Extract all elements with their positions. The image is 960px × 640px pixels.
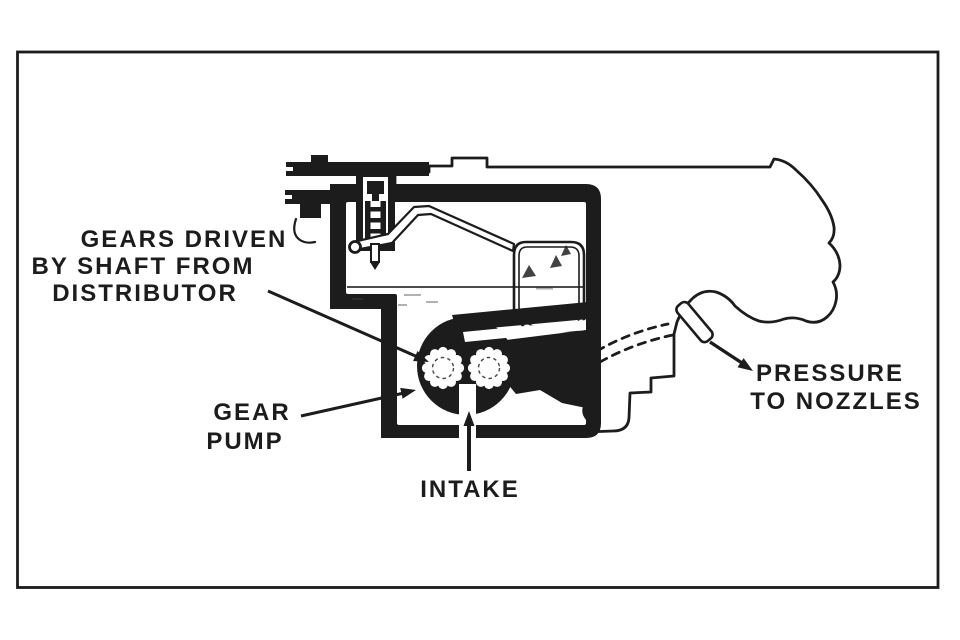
label-gears-driven-line3: DISTRIBUTOR [52, 280, 238, 307]
float-pivot [348, 240, 362, 254]
label-gear-pump-line1: GEAR [213, 399, 290, 426]
label-gears-driven-line2: BY SHAFT FROM [32, 253, 255, 280]
gear-pump [417, 302, 588, 471]
figure-border [16, 50, 940, 589]
labels: GEARS DRIVEN BY SHAFT FROM DISTRIBUTOR G… [32, 226, 922, 503]
pressure-flow-arrow-icon [709, 340, 753, 371]
label-intake: INTAKE [420, 476, 520, 503]
pressure-passage [463, 320, 586, 342]
outlet-fitting [675, 300, 714, 344]
intake-flow-arrow-icon [463, 411, 475, 471]
label-pressure-line2: TO NOZZLES [750, 388, 922, 415]
label-gear-pump-line2: PUMP [206, 428, 283, 455]
fuel-level-line [347, 286, 585, 306]
pump-gear-left [421, 346, 465, 390]
callout-line-gear-pump [300, 387, 416, 418]
pump-gear-right [467, 346, 511, 390]
label-gears-driven-line1: GEARS DRIVEN [81, 226, 288, 253]
callout-line-gears-driven [267, 289, 429, 362]
label-pressure-line1: PRESSURE [756, 360, 904, 387]
valve-needle-stem [370, 243, 380, 270]
pressure-hose-dashed [595, 322, 675, 364]
